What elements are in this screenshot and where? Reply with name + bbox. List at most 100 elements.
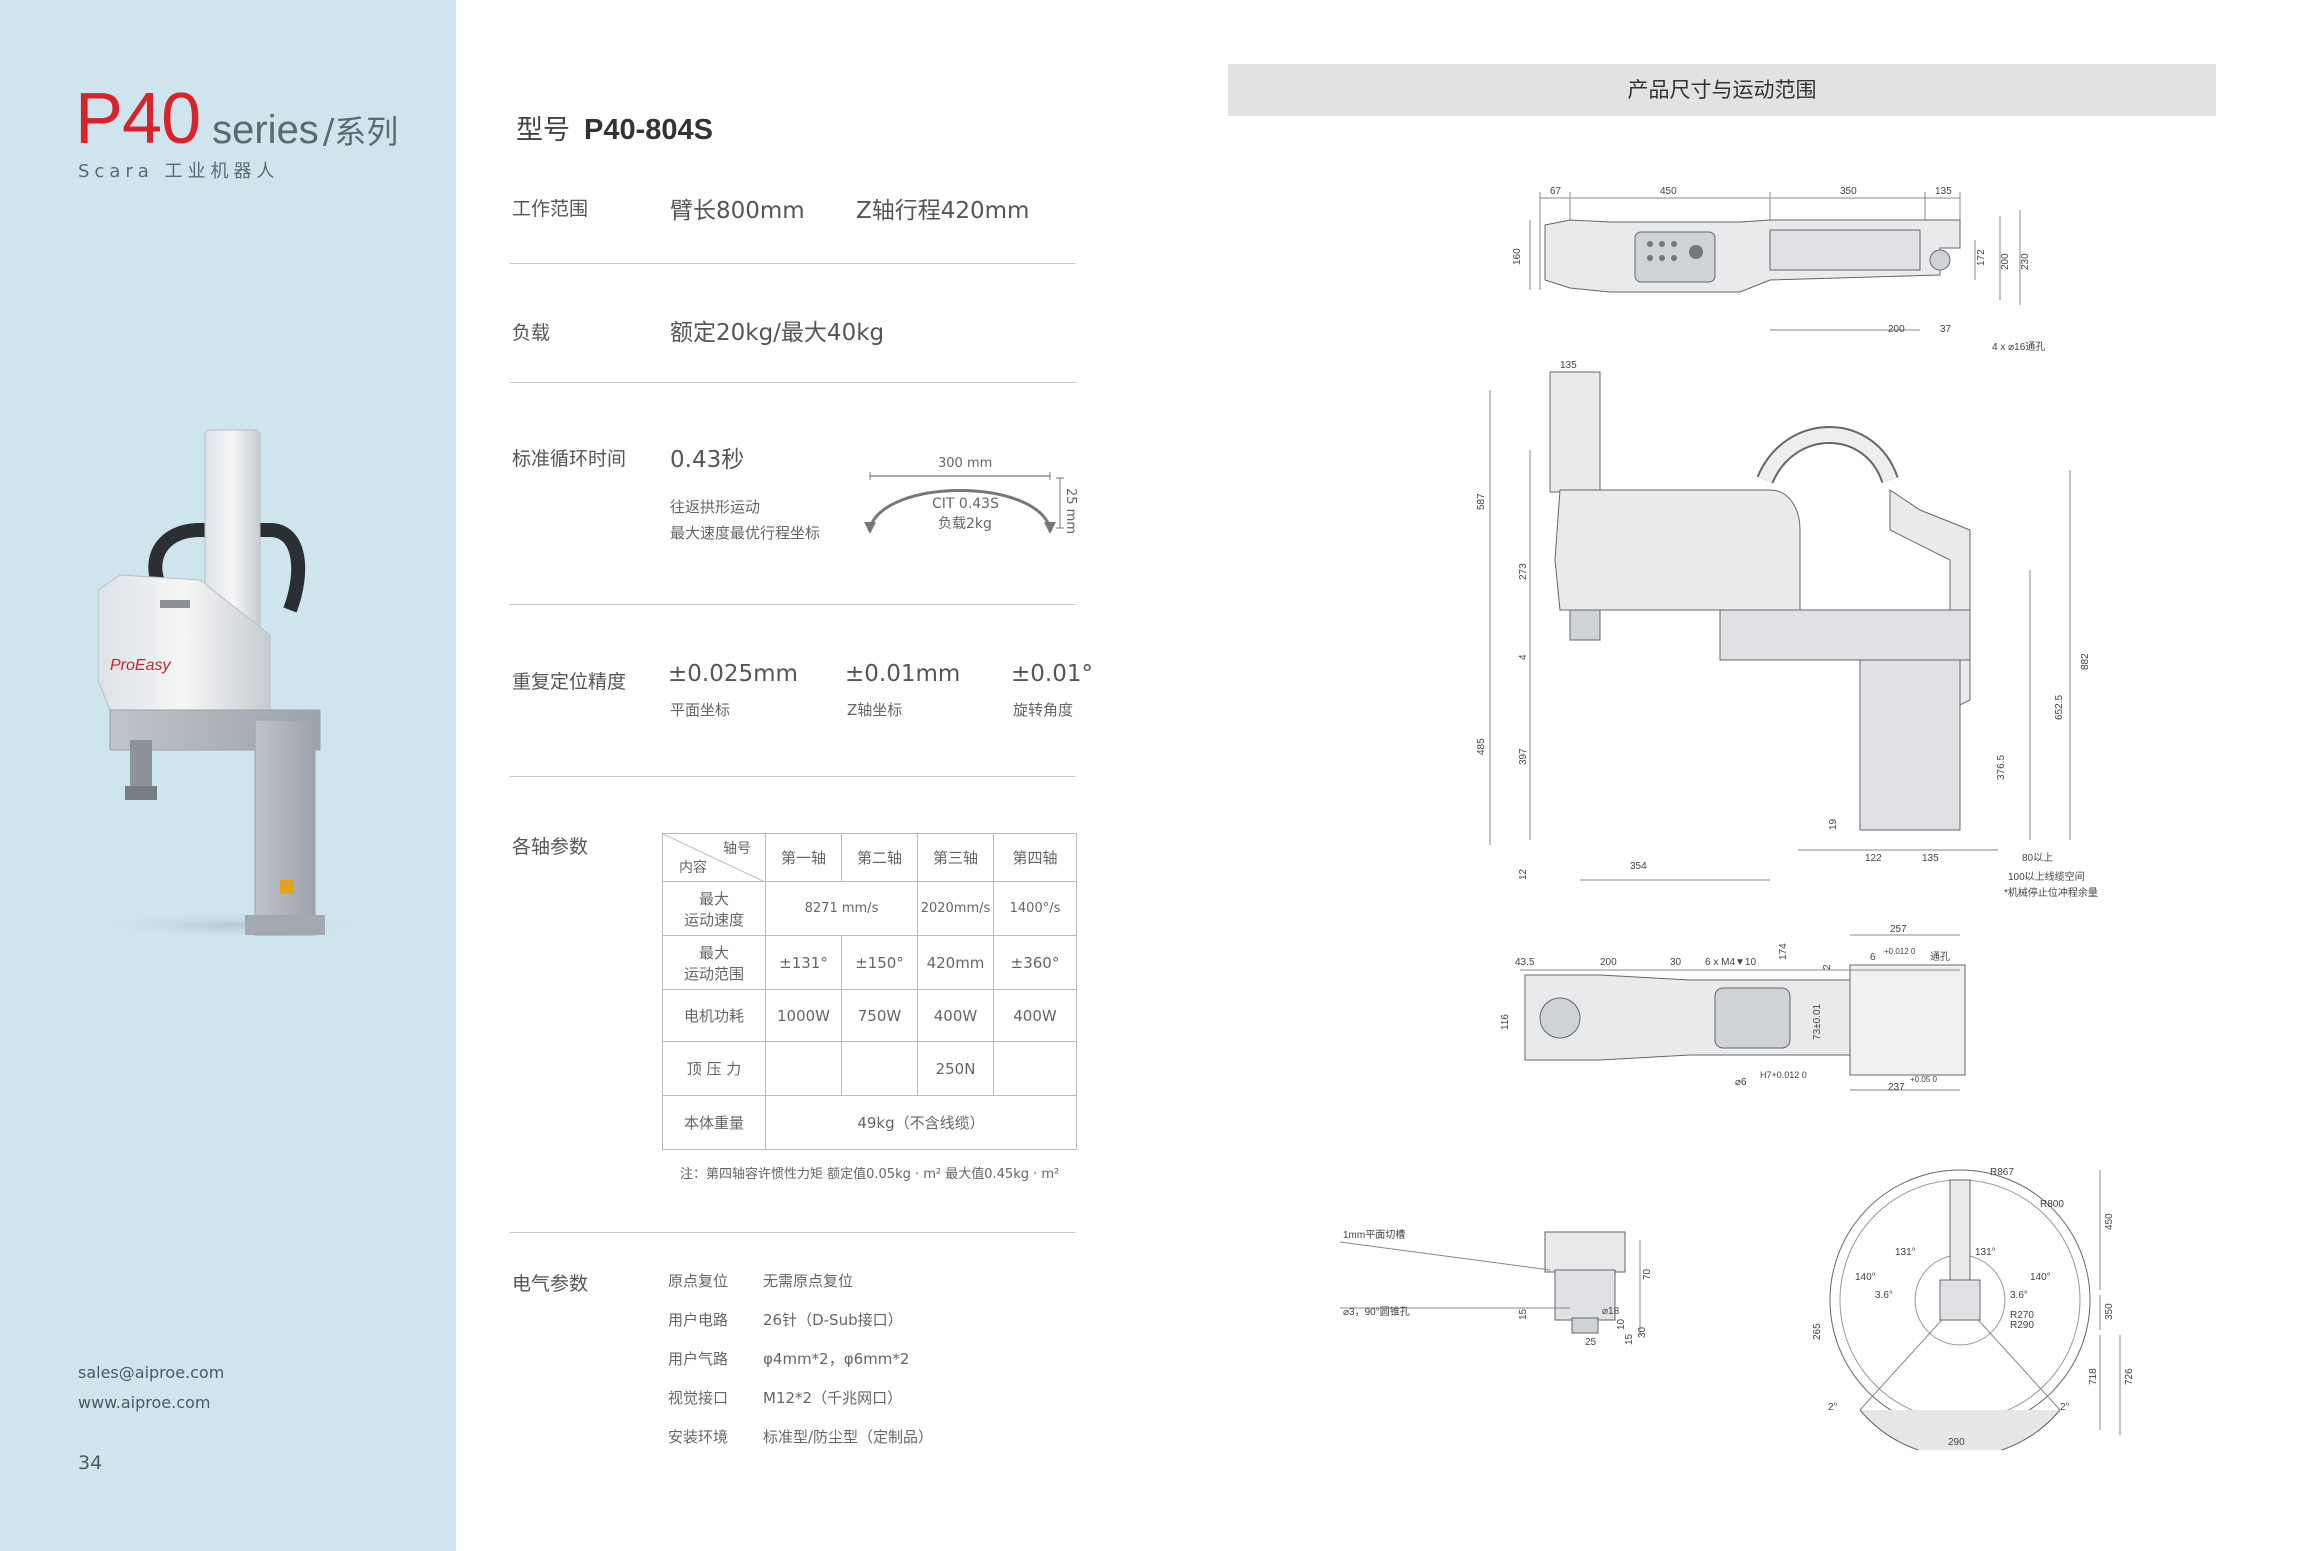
diagram-load-label: 负载2kg	[938, 516, 992, 532]
elec-key: 用户气路	[668, 1350, 729, 1368]
dim-label: 4	[1518, 654, 1529, 660]
elec-value: 无需原点复位	[763, 1272, 854, 1290]
model-label: 型号	[516, 115, 570, 146]
table-row: 最大运动速度 8271 mm/s 2020mm/s 1400°/s	[662, 881, 1077, 936]
dim-label: 140°	[1855, 1272, 1876, 1283]
dim-label: 131°	[1895, 1247, 1916, 1258]
dim-label: 4 x ⌀16通孔	[1992, 341, 2045, 353]
dim-label: 122	[1865, 853, 1882, 864]
elec-key: 安装环境	[668, 1428, 729, 1446]
dim-label: 718	[2088, 1368, 2099, 1385]
axis-note: 注：第四轴容许惯性力矩 额定值0.05kg · m² 最大值0.45kg · m…	[680, 1167, 1060, 1182]
cell: 750W	[841, 989, 918, 1042]
dim-label: 160	[1512, 248, 1523, 265]
table-row: 本体重量 49kg（不含线缆）	[662, 1095, 1077, 1150]
elec-value: 标准型/防尘型（定制品）	[763, 1428, 934, 1446]
repeatability-label: 重复定位精度	[512, 671, 627, 693]
repeat-plane-caption: 平面坐标	[670, 701, 731, 719]
dim-label: 135	[1935, 186, 1952, 197]
cell: ±131°	[765, 935, 842, 990]
dim-label: 354	[1630, 861, 1647, 872]
divider	[510, 382, 1076, 383]
dim-label: 6	[1870, 952, 1876, 963]
dimensions-header: 产品尺寸与运动范围	[1228, 64, 2216, 116]
corner-top-label: 轴号	[723, 841, 751, 857]
dim-label: 350	[2104, 1303, 2115, 1320]
series-slash: /	[322, 112, 335, 152]
repeat-rot-caption: 旋转角度	[1013, 701, 1074, 719]
table-corner-cell: 轴号 内容	[662, 833, 766, 882]
table-row: 顶 压 力 250N	[662, 1041, 1077, 1096]
electrical-label: 电气参数	[512, 1273, 589, 1295]
elec-value: φ4mm*2，φ6mm*2	[763, 1350, 910, 1368]
dim-label: 200	[1600, 957, 1617, 968]
elec-value: M12*2（千兆网口）	[763, 1389, 903, 1407]
axis-params-table: 轴号 内容 第一轴 第二轴 第三轴 第四轴 最大运动速度 8271 mm/s 2…	[662, 833, 1077, 1150]
work-range-label: 工作范围	[512, 198, 589, 220]
dim-label: 265	[1812, 1323, 1823, 1340]
elec-key: 原点复位	[668, 1272, 729, 1290]
cell: 8271 mm/s	[765, 881, 918, 936]
dim-label: 652.5	[2054, 695, 2065, 720]
dim-label: 350	[1840, 186, 1857, 197]
repeat-rot-value: ±0.01°	[1011, 661, 1093, 687]
dim-label: 230	[2020, 253, 2031, 270]
dim-label: 37	[1940, 324, 1952, 335]
dim-label: R270	[2010, 1310, 2034, 1321]
cell	[841, 1041, 918, 1096]
dim-label: 15	[1518, 1308, 1529, 1320]
robot-brand-mark: ProEasy	[110, 657, 171, 674]
col-header: 第一轴	[765, 833, 842, 882]
dim-label: ⌀6	[1735, 1077, 1747, 1088]
dim-label: 73±0.01	[1812, 1003, 1823, 1040]
dim-label: 2	[1822, 964, 1833, 970]
col-header: 第二轴	[841, 833, 918, 882]
divider	[510, 604, 1076, 605]
arm-length: 臂长800mm	[670, 198, 805, 224]
dim-label: +0.05 0	[1910, 1075, 1937, 1084]
dim-label: R800	[2040, 1199, 2064, 1210]
dim-label: 174	[1778, 943, 1789, 960]
motion-range-drawing: R867 R800 131° 131° 140° 140° 3.6° 3.6° …	[1812, 1167, 2135, 1450]
dim-label: ⌀3，90°圆锥孔	[1343, 1306, 1410, 1318]
divider	[510, 1232, 1076, 1233]
side-view-drawing: 135 587 273 4 485 397 882 652.5 376.5 19…	[1476, 360, 2098, 899]
dim-label: 3.6°	[2010, 1290, 2028, 1301]
table-header-row: 轴号 内容 第一轴 第二轴 第三轴 第四轴	[662, 833, 1077, 882]
contact-website[interactable]: www.aiproe.com	[78, 1393, 211, 1412]
repeat-z-caption: Z轴坐标	[847, 701, 903, 719]
dimensions-title: 产品尺寸与运动范围	[1627, 78, 1817, 102]
dim-label: R290	[2010, 1320, 2034, 1331]
corner-bottom-label: 内容	[679, 860, 707, 876]
payload-label: 负载	[512, 322, 551, 344]
bottom-view-drawing: 43.5 200 30 6 x M4▼10 174 257 2 6 +0.012…	[1500, 924, 1966, 1093]
dim-label: 726	[2124, 1368, 2135, 1385]
dim-label: 200	[1888, 324, 1905, 335]
flange-view-drawing: 1mm平面切槽 ⌀3，90°圆锥孔 70 15 ⌀18 10 15 30 25	[1340, 1228, 1653, 1348]
dim-label: 397	[1518, 748, 1529, 765]
dim-label: R867	[1990, 1167, 2014, 1178]
divider	[510, 776, 1076, 777]
corner-diagonal	[663, 834, 765, 882]
diagram-width-label: 300 mm	[938, 456, 992, 471]
cell: 400W	[917, 989, 994, 1042]
table-row: 电机功耗 1000W 750W 400W 400W	[662, 989, 1077, 1042]
series-model: P40	[75, 79, 201, 159]
cell	[993, 1041, 1077, 1096]
dim-label: 237	[1888, 1082, 1905, 1093]
series-word: series	[212, 108, 319, 152]
repeat-plane-value: ±0.025mm	[668, 661, 798, 687]
row-label-line: 最大	[698, 943, 729, 962]
dim-label: 100以上线缆空间	[2008, 870, 2085, 883]
dim-label: 450	[2104, 1213, 2115, 1230]
cell: 250N	[917, 1041, 994, 1096]
dim-label: 12	[1518, 868, 1529, 880]
dim-label: 19	[1828, 818, 1839, 830]
series-cn: 系列	[334, 113, 399, 151]
dim-label: 200	[2000, 253, 2011, 270]
row-label-line: 运动速度	[683, 910, 744, 929]
contact-email[interactable]: sales@aiproe.com	[78, 1363, 225, 1382]
payload-value: 额定20kg/最大40kg	[670, 320, 885, 346]
